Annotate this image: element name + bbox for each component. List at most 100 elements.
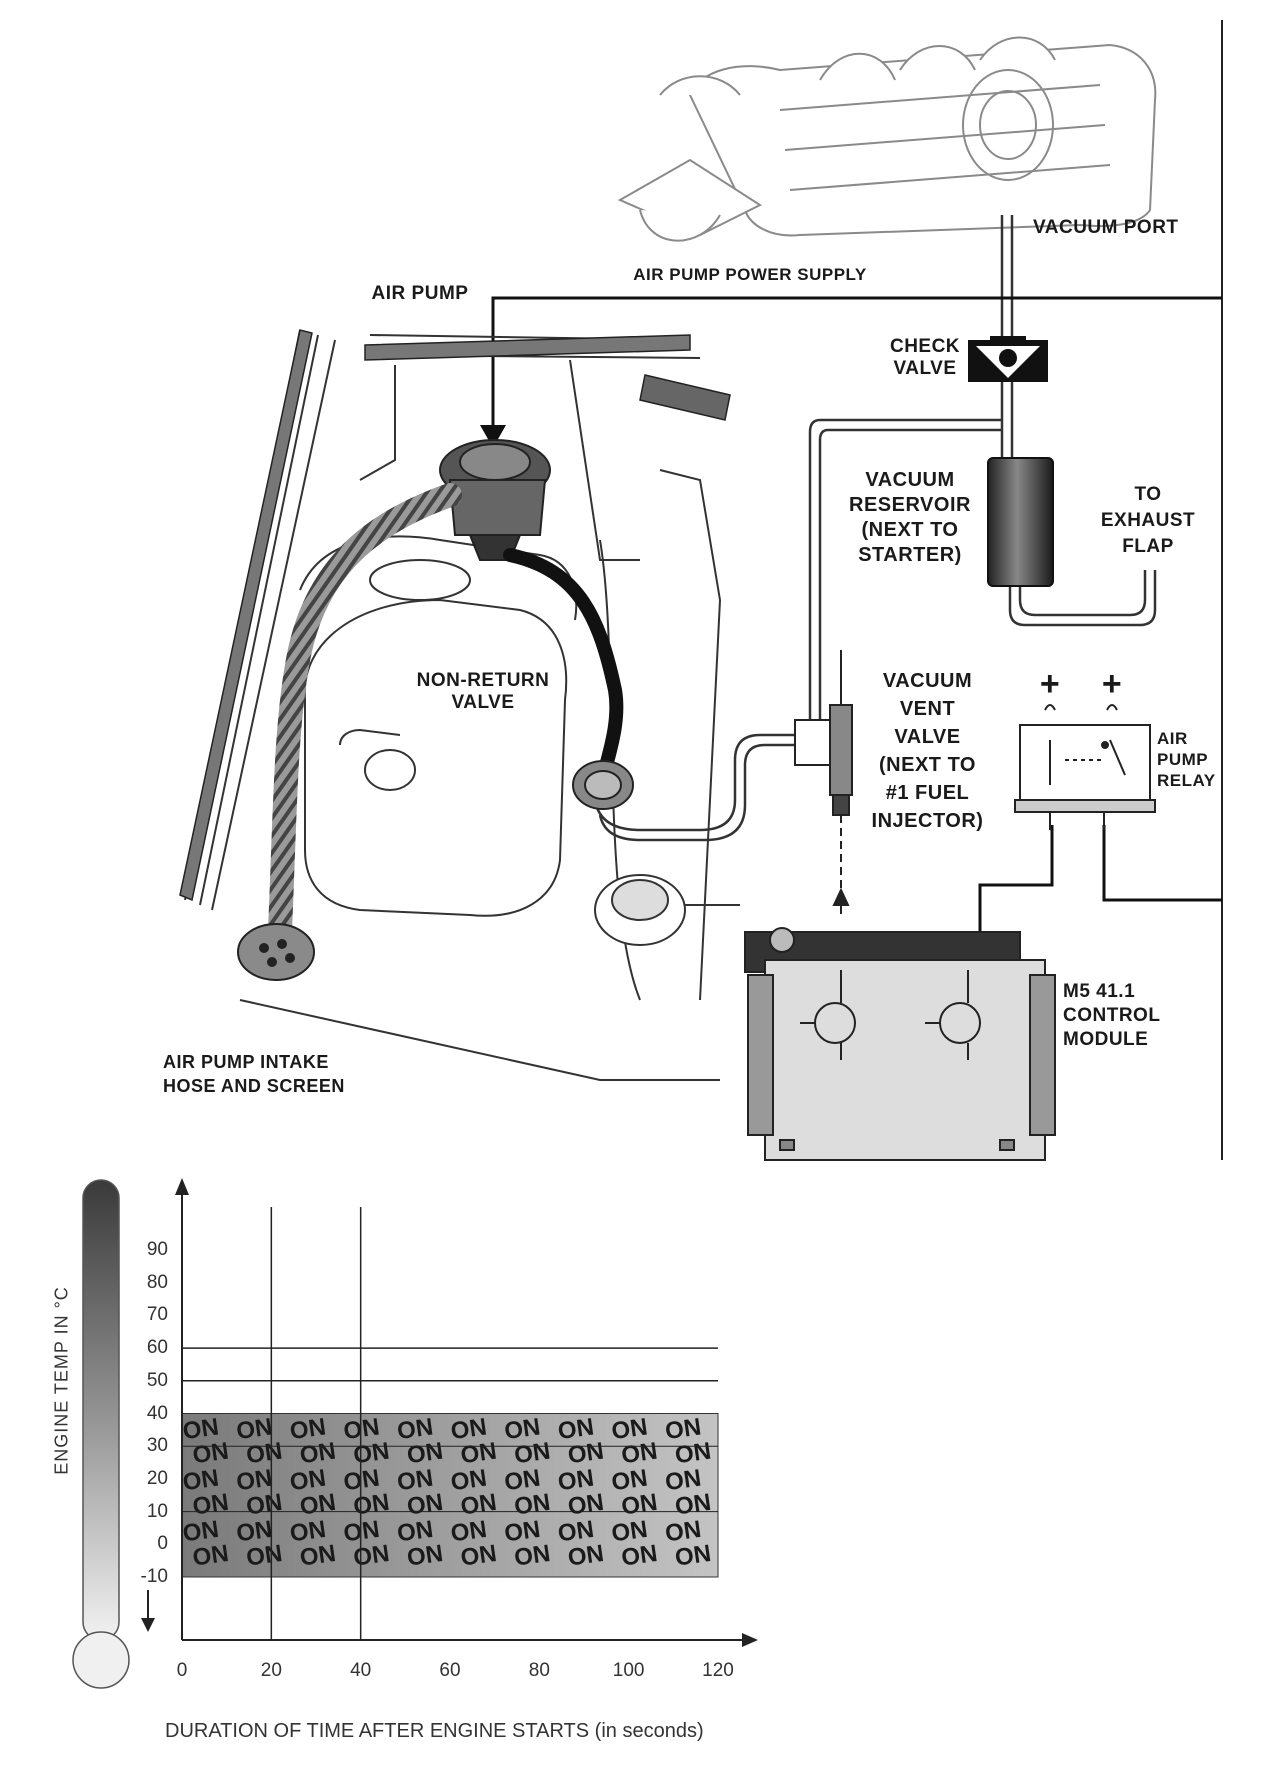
label-air-pump-relay: AIR PUMP RELAY <box>1157 728 1216 791</box>
label-relay-line1: AIR <box>1157 729 1188 748</box>
on-region-text: ON <box>405 1489 444 1521</box>
label-intake-line2: HOSE AND SCREEN <box>163 1076 345 1096</box>
control-module-body <box>744 927 1056 1161</box>
air-pump-body <box>439 439 551 561</box>
on-region-text: ON <box>352 1438 391 1470</box>
on-region-text: ON <box>191 1489 230 1521</box>
label-to-exhaust-flap: TO EXHAUST FLAP <box>1088 482 1208 560</box>
label-vent-valve-line1: VACUUM <box>882 670 973 692</box>
label-air-pump: AIR PUMP <box>371 283 469 304</box>
relay-terminal-plus-1: + <box>1039 665 1061 703</box>
label-module-line2: CONTROL <box>1063 1005 1161 1026</box>
x-axis-arrow <box>742 1633 758 1647</box>
on-region-text: ON <box>620 1540 659 1572</box>
vacuum-vent-valve <box>794 650 853 915</box>
x-tick-label: 80 <box>528 1660 550 1681</box>
on-region-text: ON <box>449 1516 488 1548</box>
label-vent-valve-line5: #1 FUEL <box>885 782 970 804</box>
label-vacuum-reservoir-line3: (NEXT TO <box>861 519 959 541</box>
vacuum-reservoir <box>987 457 1054 587</box>
on-region-text: ON <box>459 1540 498 1572</box>
on-region-text: ON <box>673 1489 712 1521</box>
label-check-valve: CHECK VALVE <box>870 336 980 380</box>
label-vacuum-port: VACUUM PORT <box>1033 217 1179 238</box>
label-relay-line2: PUMP <box>1157 750 1209 769</box>
label-vacuum-reservoir-line4: STARTER) <box>858 544 962 566</box>
y-axis-arrow <box>175 1178 189 1195</box>
on-region-text: ON <box>298 1489 337 1521</box>
label-check-valve-line1: CHECK <box>889 336 961 357</box>
on-region-text: ON <box>191 1438 230 1470</box>
y-tick-label: -10 <box>140 1566 168 1587</box>
x-tick-label: 20 <box>260 1660 282 1681</box>
label-control-module: M5 41.1 CONTROL MODULE <box>1063 980 1160 1052</box>
on-region-text: ON <box>245 1438 284 1470</box>
x-tick-label: 120 <box>702 1660 734 1681</box>
label-check-valve-line2: VALVE <box>893 358 957 379</box>
label-vent-valve-line3: VALVE <box>894 726 961 748</box>
intake-manifold <box>617 36 1157 242</box>
label-non-return-line1: NON-RETURN <box>416 670 550 691</box>
on-region-text: ON <box>395 1413 434 1445</box>
on-region-text: ON <box>298 1540 337 1572</box>
on-region-text: ON <box>352 1489 391 1521</box>
y-axis-title: ENGINE TEMP IN °C <box>51 1286 72 1475</box>
label-to-exhaust-line3: FLAP <box>1122 536 1174 557</box>
on-region-text: ON <box>663 1465 702 1497</box>
on-region-text: ON <box>513 1438 552 1470</box>
on-region-text: ON <box>342 1413 381 1445</box>
y-tick-label: 0 <box>157 1533 168 1555</box>
vacuum-lines <box>593 215 1157 842</box>
y-tick-label: 90 <box>146 1239 168 1260</box>
label-vent-valve-line4: (NEXT TO <box>879 754 976 776</box>
on-region-text: ON <box>191 1540 230 1572</box>
x-tick-label: 40 <box>350 1660 372 1681</box>
thermometer-icon <box>72 1179 130 1689</box>
intake-hose <box>268 483 462 942</box>
x-axis-title: DURATION OF TIME AFTER ENGINE STARTS (in… <box>165 1720 704 1742</box>
on-region-text: ON <box>610 1516 649 1548</box>
air-pump-arrow <box>480 425 506 448</box>
y-tick-label: 50 <box>146 1369 168 1391</box>
on-region-text: ON <box>181 1516 220 1548</box>
label-vacuum-vent-valve: VACUUM VENT VALVE (NEXT TO #1 FUEL INJEC… <box>855 667 1000 835</box>
coolant-reservoir-cap <box>594 874 740 946</box>
on-region-text: ON <box>298 1438 337 1470</box>
on-region-text: ON <box>513 1489 552 1521</box>
on-region-text: ON <box>342 1516 381 1548</box>
label-relay-line3: RELAY <box>1157 771 1216 790</box>
label-air-pump-intake: AIR PUMP INTAKE HOSE AND SCREEN <box>163 1050 345 1098</box>
label-air-pump-power-supply: AIR PUMP POWER SUPPLY <box>633 265 867 284</box>
on-region-text: ON <box>566 1489 605 1521</box>
on-region-text: ON <box>352 1540 391 1572</box>
label-vacuum-reservoir: VACUUM RESERVOIR (NEXT TO STARTER) <box>835 468 985 568</box>
x-tick-label: 100 <box>612 1660 645 1681</box>
on-region-text: ON <box>610 1465 649 1497</box>
fender-rails <box>179 329 691 902</box>
on-region-text: ON <box>288 1413 327 1445</box>
on-region-text: ON <box>556 1516 595 1548</box>
on-region-text: ON <box>449 1465 488 1497</box>
relay-terminal-plus-2: + <box>1101 665 1123 703</box>
y-tick-label: 10 <box>146 1500 168 1522</box>
intake-screen <box>237 923 315 981</box>
on-region-text: ON <box>610 1413 649 1445</box>
on-region-text: ON <box>620 1438 659 1470</box>
on-region-text: ON <box>395 1465 434 1497</box>
on-region-text: ON <box>513 1540 552 1572</box>
on-region-text: ON <box>288 1516 327 1548</box>
air-pump-output-hose <box>503 548 624 777</box>
on-region-text: ON <box>663 1516 702 1548</box>
on-region-text: ON <box>405 1540 444 1572</box>
air-pump-relay <box>1014 704 1156 830</box>
on-region-text: ON <box>673 1540 712 1572</box>
on-region-text: ON <box>181 1413 220 1445</box>
on-region-mask <box>719 1408 759 1582</box>
label-vent-valve-line2: VENT <box>899 698 956 720</box>
label-non-return-line2: VALVE <box>451 692 515 713</box>
on-region-text: ON <box>342 1465 381 1497</box>
on-region-text: ON <box>620 1489 659 1521</box>
on-region-text: ON <box>566 1438 605 1470</box>
on-region-text: ON <box>235 1413 274 1445</box>
